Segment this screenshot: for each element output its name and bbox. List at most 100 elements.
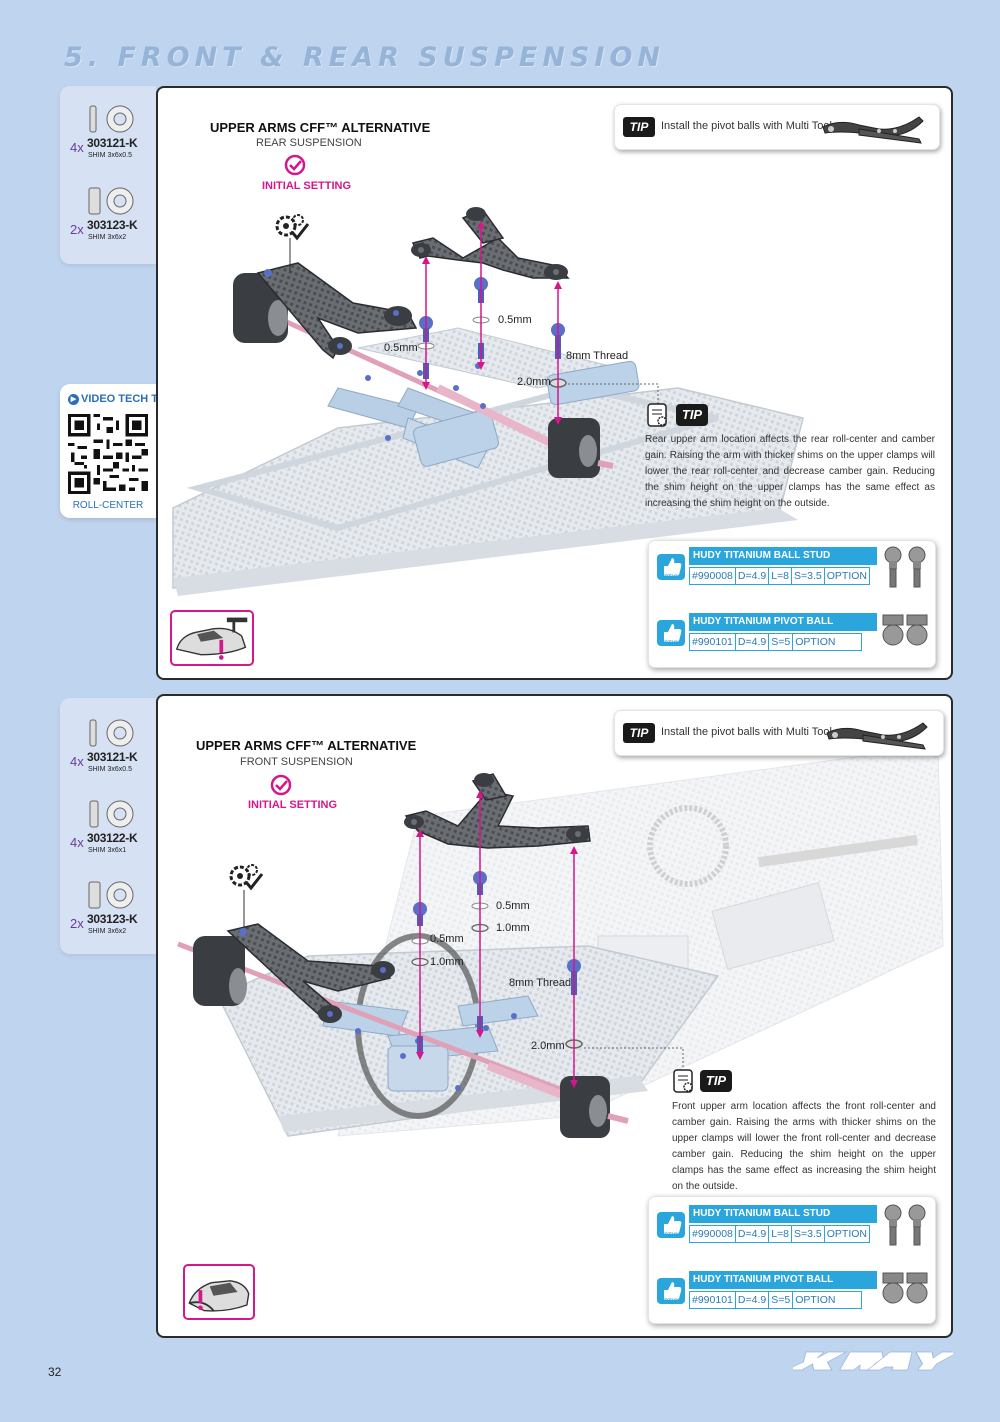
tip-paragraph: Front upper arm location affects the fro… bbox=[672, 1101, 936, 1192]
option-name: HUDY TITANIUM PIVOT BALL bbox=[689, 613, 877, 631]
dim-label: 2.0mm bbox=[531, 1040, 565, 1052]
check-badge-icon bbox=[270, 774, 292, 796]
tip-badge: TIP bbox=[623, 723, 655, 743]
ball-stud-photo bbox=[884, 1204, 926, 1246]
option-cell: #990008 bbox=[689, 567, 736, 585]
rear-parts-tab: 4x 303121-K SHIM 3x6x0.5 2x 303123-K SHI… bbox=[60, 86, 156, 264]
section-title: UPPER ARMS CFF™ ALTERNATIVE bbox=[210, 120, 431, 135]
option-parts-box: OPTION HUDY TITANIUM BALL STUD #990008 D… bbox=[648, 540, 936, 668]
car-icon bbox=[188, 1280, 250, 1312]
part-item: 2x 303123-K SHIM 3x6x2 bbox=[60, 874, 156, 954]
dim-label: 0.5mm bbox=[498, 314, 532, 326]
tip-box: TIP Install the pivot balls with Multi T… bbox=[614, 104, 940, 150]
video-tech-tip[interactable]: ▶VIDEO TECH TIP ROLL-CENTER bbox=[60, 384, 168, 518]
tip-text: Install the pivot balls with Multi Tool. bbox=[661, 726, 836, 738]
dim-label: 0.5mm bbox=[496, 900, 530, 912]
part-item: 4x 303122-K SHIM 3x6x1 bbox=[60, 793, 156, 873]
part-qty: 4x bbox=[70, 140, 84, 155]
part-number: 303123-K bbox=[87, 218, 138, 232]
multi-tool-icon bbox=[826, 722, 928, 750]
ball-stud-photo bbox=[884, 546, 926, 588]
option-icon-label: OPTION bbox=[659, 1233, 683, 1239]
option-cell: S=5 bbox=[768, 1291, 794, 1309]
car-thumbnail bbox=[183, 1264, 255, 1320]
shim-icon bbox=[89, 719, 134, 747]
option-row: OPTION HUDY TITANIUM BALL STUD #990008 D… bbox=[655, 545, 933, 601]
option-cell: #990101 bbox=[689, 633, 736, 651]
video-tip-title: VIDEO TECH TIP bbox=[81, 393, 169, 405]
pivot-ball-photo bbox=[882, 1272, 928, 1304]
part-number: 303122-K bbox=[87, 831, 138, 845]
shim-icon bbox=[89, 800, 134, 828]
shim-icon bbox=[89, 105, 134, 133]
option-cell: S=5 bbox=[768, 633, 794, 651]
dim-label: 0.5mm bbox=[384, 342, 418, 354]
option-name: HUDY TITANIUM BALL STUD bbox=[689, 1205, 877, 1223]
option-row: OPTION HUDY TITANIUM PIVOT BALL #990101 … bbox=[655, 611, 933, 667]
thumbs-up-icon bbox=[657, 1278, 685, 1304]
option-cell: OPTION bbox=[792, 633, 863, 651]
option-name: HUDY TITANIUM BALL STUD bbox=[689, 547, 877, 565]
part-desc: SHIM 3x6x0.5 bbox=[88, 766, 132, 773]
page-title: 5. FRONT & REAR SUSPENSION bbox=[64, 42, 665, 73]
option-cell: OPTION bbox=[823, 1225, 871, 1243]
rear-suspension-illustration bbox=[172, 207, 804, 596]
option-cell: D=4.9 bbox=[734, 633, 770, 651]
option-cell: D=4.9 bbox=[734, 1225, 770, 1243]
part-desc: SHIM 3x6x1 bbox=[88, 847, 127, 854]
part-number: 303121-K bbox=[87, 136, 138, 150]
part-desc: SHIM 3x6x2 bbox=[88, 234, 127, 241]
option-cell: D=4.9 bbox=[734, 1291, 770, 1309]
option-cell: OPTION bbox=[792, 1291, 863, 1309]
part-qty: 4x bbox=[70, 754, 84, 769]
rear-suspension-panel: UPPER ARMS CFF™ ALTERNATIVE REAR SUSPENS… bbox=[156, 86, 953, 680]
initial-setting-label: INITIAL SETTING bbox=[248, 799, 338, 811]
option-row: OPTION HUDY TITANIUM PIVOT BALL #990101 … bbox=[655, 1269, 933, 1325]
dim-label: 1.0mm bbox=[496, 922, 530, 934]
option-cell: #990008 bbox=[689, 1225, 736, 1243]
part-qty: 2x bbox=[70, 222, 84, 237]
option-parts-box: OPTION HUDY TITANIUM BALL STUD #990008 D… bbox=[648, 1196, 936, 1324]
part-number: 303121-K bbox=[87, 750, 138, 764]
tip-badge: TIP bbox=[676, 404, 708, 426]
tip-box: TIP Install the pivot balls with Multi T… bbox=[614, 710, 944, 756]
tip-paragraph: Rear upper arm location affects the rear… bbox=[645, 434, 935, 509]
multi-tool-icon bbox=[822, 116, 924, 144]
front-suspension-panel: UPPER ARMS CFF™ ALTERNATIVE FRONT SUSPEN… bbox=[156, 694, 953, 1338]
section-subtitle: REAR SUSPENSION bbox=[256, 137, 362, 149]
settings-doc-icon bbox=[647, 403, 667, 427]
option-cell: D=4.9 bbox=[734, 567, 770, 585]
gear-check-icon bbox=[275, 214, 310, 241]
tip-badge: TIP bbox=[700, 1070, 732, 1092]
dim-label: 1.0mm bbox=[430, 956, 464, 968]
part-qty: 4x bbox=[70, 835, 84, 850]
qr-code[interactable] bbox=[68, 414, 148, 494]
section-subtitle: FRONT SUSPENSION bbox=[240, 756, 353, 768]
option-cell: S=3.5 bbox=[791, 567, 825, 585]
option-cell: OPTION bbox=[823, 567, 871, 585]
shim-icon bbox=[88, 881, 134, 909]
option-cell: S=3.5 bbox=[791, 1225, 825, 1243]
xray-logo bbox=[793, 1351, 953, 1371]
thumbs-up-icon bbox=[657, 620, 685, 646]
part-item: 2x 303123-K SHIM 3x6x2 bbox=[60, 180, 156, 260]
play-icon: ▶ bbox=[68, 394, 79, 405]
front-parts-tab: 4x 303121-K SHIM 3x6x0.5 4x 303122-K SHI… bbox=[60, 698, 156, 954]
settings-doc-icon bbox=[673, 1069, 693, 1093]
car-thumbnail bbox=[170, 610, 254, 666]
part-desc: SHIM 3x6x2 bbox=[88, 928, 127, 935]
option-cell: #990101 bbox=[689, 1291, 736, 1309]
dim-label: 2.0mm bbox=[517, 376, 551, 388]
check-badge-icon bbox=[284, 154, 306, 176]
part-number: 303123-K bbox=[87, 912, 138, 926]
thumbs-up-icon bbox=[657, 1212, 685, 1238]
pivot-ball-photo bbox=[882, 614, 928, 646]
option-cell: L=8 bbox=[768, 1225, 793, 1243]
thumbs-up-icon bbox=[657, 554, 685, 580]
part-item: 4x 303121-K SHIM 3x6x0.5 bbox=[60, 98, 156, 178]
part-qty: 2x bbox=[70, 916, 84, 931]
dim-label: 8mm Thread bbox=[566, 350, 629, 362]
part-desc: SHIM 3x6x0.5 bbox=[88, 152, 132, 159]
dim-label: 0.5mm bbox=[430, 933, 464, 945]
option-icon-label: OPTION bbox=[659, 575, 683, 581]
